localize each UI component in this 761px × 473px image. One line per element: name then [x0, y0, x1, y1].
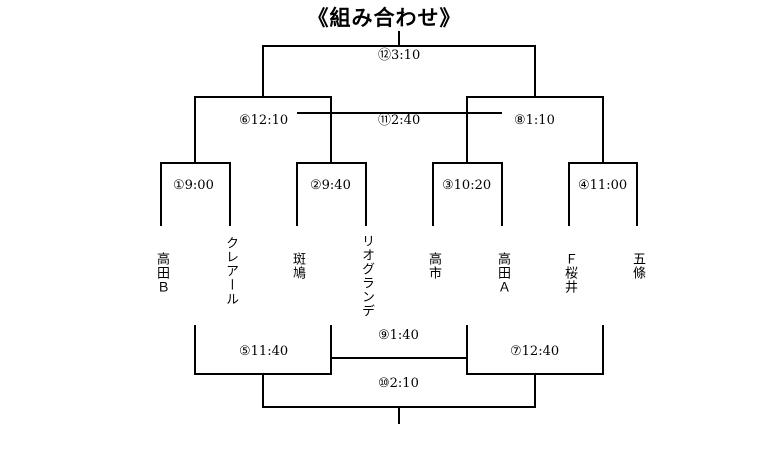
match-5-label: ⑤11:40: [239, 344, 289, 359]
match-3-label: ③10:20: [442, 178, 492, 193]
team-name: 高田Ｂ: [154, 252, 169, 294]
team-name: Ｆ桜井: [562, 252, 577, 294]
match-12-label: ⑫3:10: [378, 48, 421, 63]
team-name: 五條: [630, 252, 645, 280]
match-1-line: [160, 162, 231, 226]
match-6-line: [194, 96, 332, 163]
match-10-label: ⑩2:10: [378, 376, 419, 391]
match-3-line: [432, 162, 503, 226]
team-name: 斑鳩: [290, 252, 305, 280]
match-9-label: ⑨1:40: [378, 328, 419, 343]
match-8-line: [466, 96, 604, 163]
team-name: 高市: [426, 252, 441, 280]
page-title: 《組み合わせ》: [307, 5, 462, 30]
match-6-label: ⑥12:10: [239, 113, 289, 128]
team-name: クレアール: [223, 236, 238, 306]
match-11-label: ⑪2:40: [378, 113, 421, 128]
team-name: 高田Ａ: [495, 252, 510, 294]
team-name: リオグランデ: [359, 234, 374, 318]
match-1-label: ①9:00: [173, 178, 214, 193]
match-4-label: ④11:00: [578, 178, 628, 193]
match-2-line: [296, 162, 367, 226]
match-2-label: ②9:40: [310, 178, 351, 193]
match-7-label: ⑦12:40: [510, 344, 560, 359]
match-8-label: ⑧1:10: [514, 113, 555, 128]
match-4-line: [568, 162, 638, 226]
